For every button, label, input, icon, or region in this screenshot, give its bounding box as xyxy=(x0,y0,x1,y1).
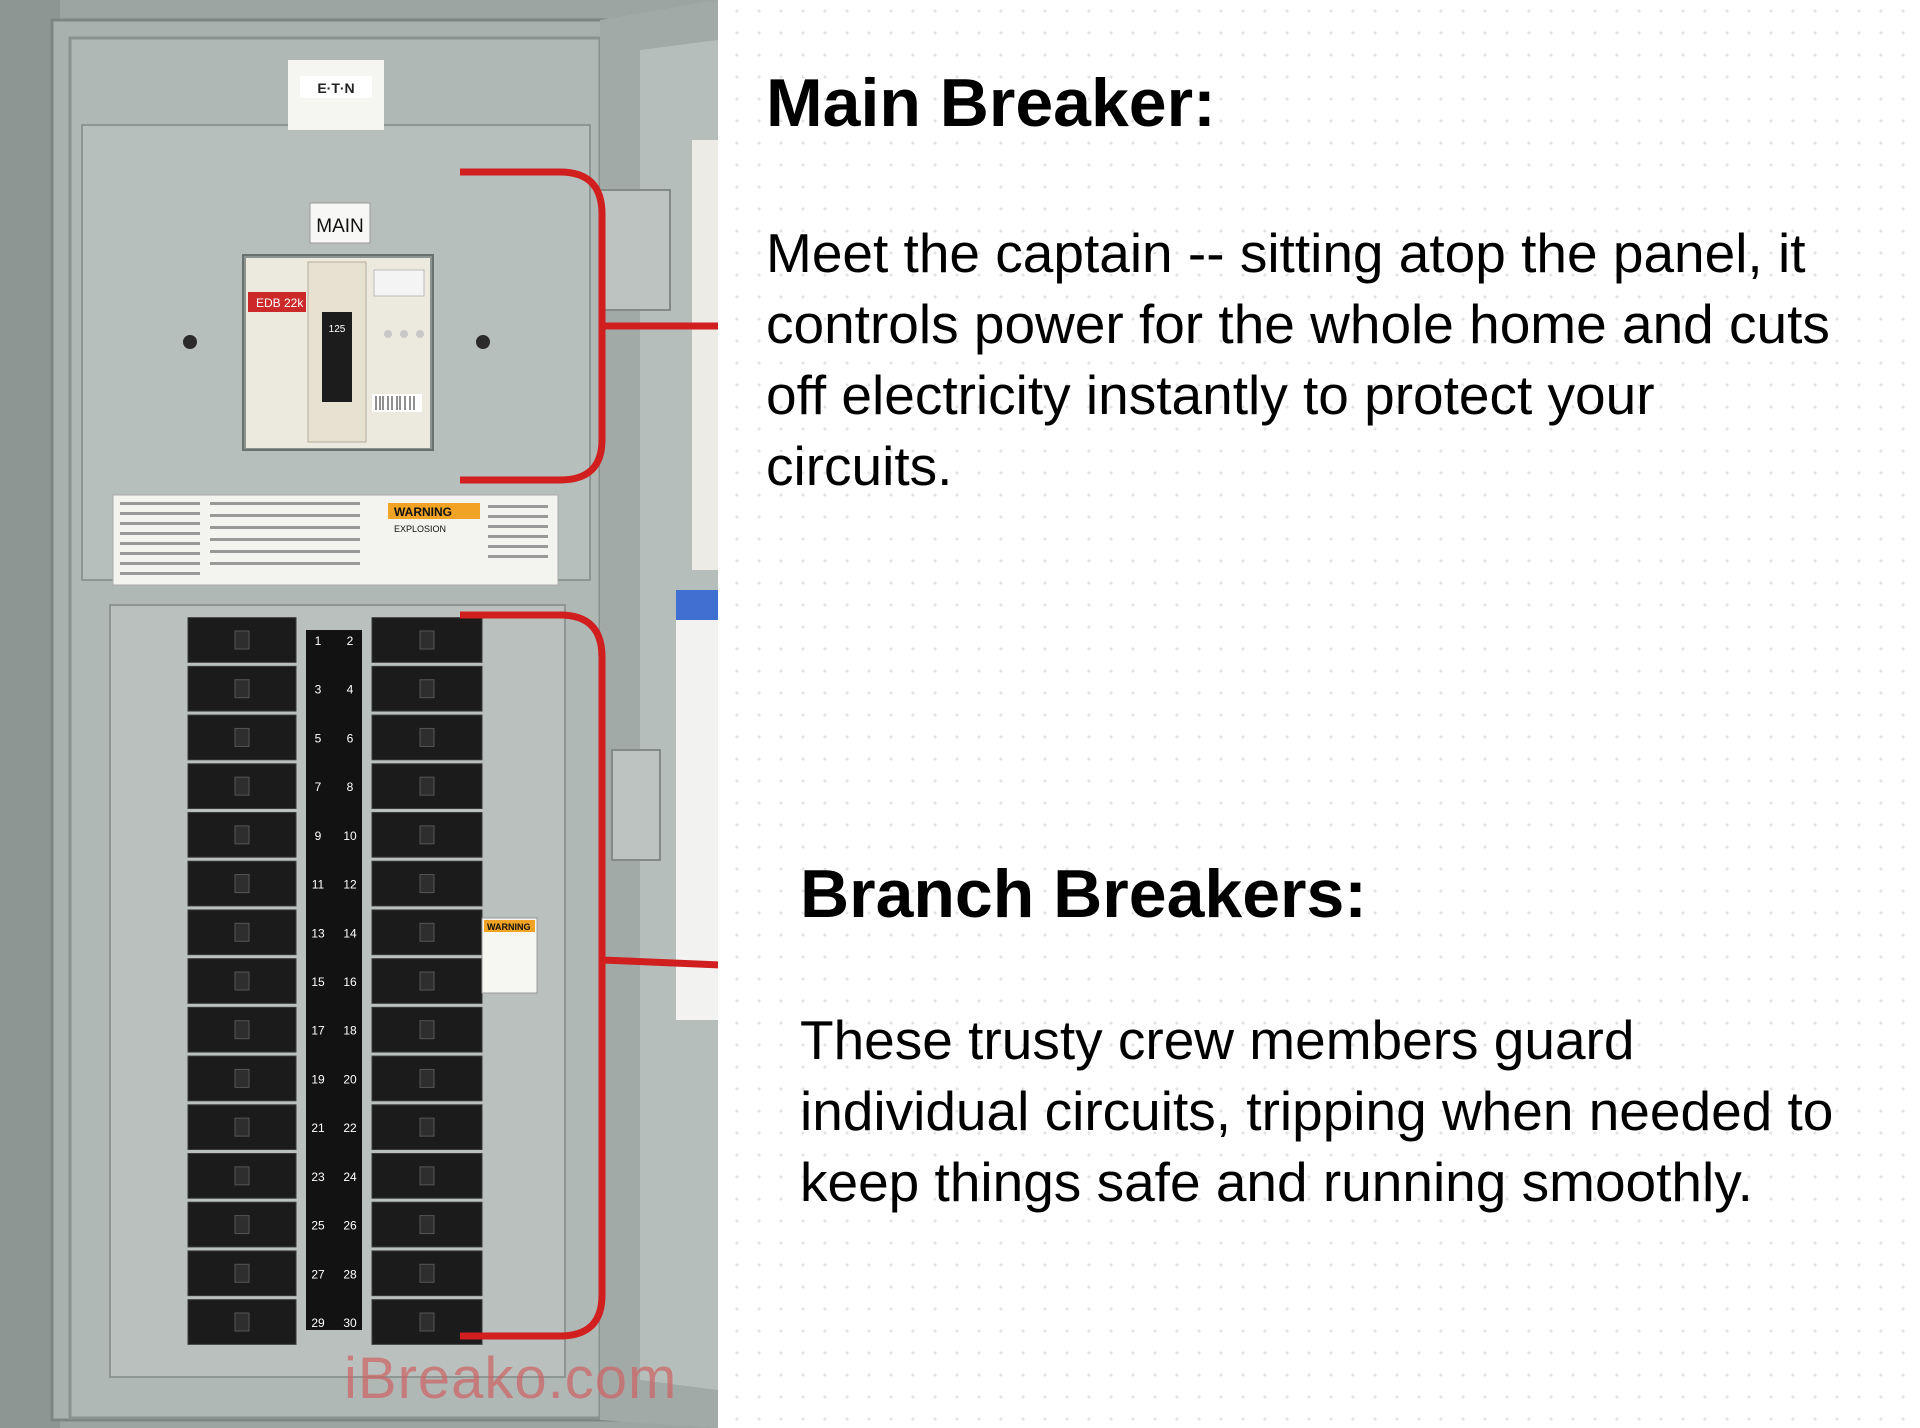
upper-warning-text: WARNING xyxy=(394,505,452,519)
right-breaker-handle xyxy=(419,1166,435,1186)
circuit-number: 17 xyxy=(311,1024,325,1038)
circuit-number: 4 xyxy=(347,683,354,697)
breaker-rating-text: 125 xyxy=(329,324,346,335)
left-breaker-handle xyxy=(234,1068,250,1088)
breaker-model-text: EDB 22k xyxy=(256,296,304,310)
panel-photo: E·T·N MAIN EDB 22k 125 xyxy=(0,0,718,1428)
main-breaker-description: Meet the captain -- sitting atop the pan… xyxy=(766,218,1906,502)
lower-warning-text: WARNING xyxy=(487,922,531,932)
explosion-text: EXPLOSION xyxy=(394,524,446,534)
circuit-number: 3 xyxy=(315,683,322,697)
circuit-number: 14 xyxy=(343,926,357,940)
right-breaker-column xyxy=(371,617,483,1345)
circuit-number: 6 xyxy=(347,731,354,745)
circuit-number: 24 xyxy=(343,1170,357,1184)
main-breaker-bracket xyxy=(460,168,718,330)
circuit-number: 23 xyxy=(311,1170,325,1184)
right-breaker-handle xyxy=(419,727,435,747)
left-breaker-handle xyxy=(234,727,250,747)
circuit-number: 28 xyxy=(343,1267,357,1281)
right-breaker-handle xyxy=(419,1117,435,1137)
circuit-number: 27 xyxy=(311,1267,325,1281)
left-breaker-handle xyxy=(234,679,250,699)
branch-breakers-bracket xyxy=(460,611,718,969)
circuit-number: 10 xyxy=(343,829,357,843)
brand-text: E·T·N xyxy=(317,80,354,96)
circuit-number: 12 xyxy=(343,878,357,892)
right-breaker-handle xyxy=(419,1312,435,1332)
left-breaker-column xyxy=(187,617,297,1345)
main-breaker-heading: Main Breaker: xyxy=(766,65,1216,141)
branch-breakers-heading: Branch Breakers: xyxy=(800,856,1367,932)
electrical-panel-illustration: E·T·N MAIN EDB 22k 125 xyxy=(0,0,718,1428)
circuit-number: 11 xyxy=(312,878,325,892)
right-breaker-handle xyxy=(419,1020,435,1040)
circuit-number: 18 xyxy=(343,1024,357,1038)
branch-desc-line: keep things safe and running smoothly. xyxy=(800,1151,1753,1213)
circuit-number: 13 xyxy=(311,926,325,940)
left-breaker-handle xyxy=(234,1312,250,1332)
main-desc-line: off electricity instantly to protect you… xyxy=(766,364,1655,426)
main-label-text: MAIN xyxy=(316,216,364,237)
circuit-number: 1 xyxy=(315,634,322,648)
main-desc-line: Meet the captain -- sitting atop the pan… xyxy=(766,222,1806,284)
branch-desc-line: These trusty crew members guard xyxy=(800,1009,1635,1071)
circuit-number: 7 xyxy=(315,780,322,794)
circuit-number: 26 xyxy=(343,1219,357,1233)
right-breaker-handle xyxy=(419,776,435,796)
branch-breakers-bracket-lower xyxy=(460,960,606,1340)
main-breaker-bracket-lower xyxy=(460,326,606,484)
circuit-number: 16 xyxy=(343,975,357,989)
main-desc-line: controls power for the whole home and cu… xyxy=(766,293,1830,355)
left-breaker-handle xyxy=(234,825,250,845)
circuit-number: 29 xyxy=(311,1316,325,1330)
main-desc-line: circuits. xyxy=(766,435,953,497)
left-breaker-handle xyxy=(234,971,250,991)
circuit-number: 15 xyxy=(311,975,325,989)
circuit-number: 20 xyxy=(343,1072,357,1086)
circuit-number: 19 xyxy=(311,1072,325,1086)
branch-desc-line: individual circuits, tripping when neede… xyxy=(800,1080,1834,1142)
left-breaker-handle xyxy=(234,1263,250,1283)
left-breaker-handle xyxy=(234,630,250,650)
brand-label: E·T·N xyxy=(300,76,372,98)
watermark: iBreako.com xyxy=(344,1346,678,1411)
right-breaker-handle xyxy=(419,1263,435,1283)
circuit-number: 9 xyxy=(315,829,322,843)
circuit-number: 22 xyxy=(343,1121,357,1135)
left-breaker-handle xyxy=(234,1215,250,1235)
circuit-number: 30 xyxy=(343,1316,357,1330)
circuit-number: 5 xyxy=(315,731,322,745)
circuit-number: 2 xyxy=(347,634,354,648)
circuit-number: 25 xyxy=(311,1219,325,1233)
left-breaker-handle xyxy=(234,1117,250,1137)
left-breaker-handle xyxy=(234,922,250,942)
right-breaker-handle xyxy=(419,874,435,894)
right-breaker-handle xyxy=(419,1215,435,1235)
right-breaker-handle xyxy=(419,971,435,991)
branch-breakers-description: These trusty crew members guard individu… xyxy=(800,1005,1910,1218)
right-breaker-handle xyxy=(419,922,435,942)
circuit-number: 8 xyxy=(347,780,354,794)
right-breaker-handle xyxy=(419,1068,435,1088)
right-breaker-handle xyxy=(419,825,435,845)
left-breaker-handle xyxy=(234,1020,250,1040)
left-breaker-handle xyxy=(234,1166,250,1186)
right-breaker-handle xyxy=(419,630,435,650)
left-breaker-handle xyxy=(234,776,250,796)
left-breaker-handle xyxy=(234,874,250,894)
right-breaker-handle xyxy=(419,679,435,699)
circuit-number: 21 xyxy=(311,1121,325,1135)
